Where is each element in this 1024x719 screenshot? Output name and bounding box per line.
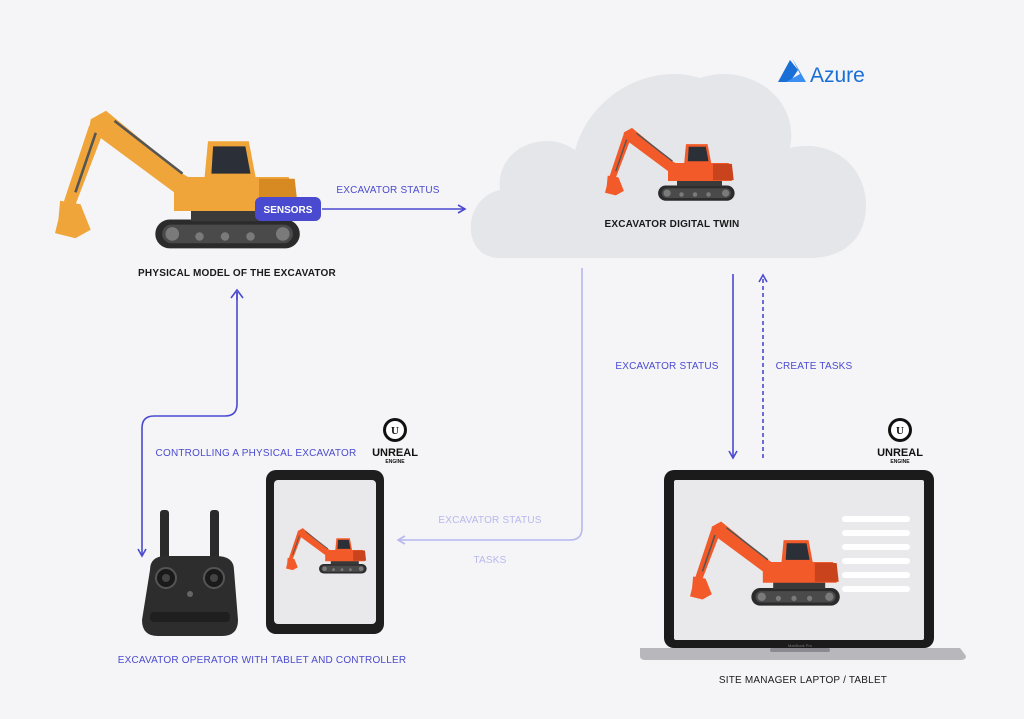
physical-model-label: PHYSICAL MODEL OF THE EXCAVATOR: [138, 268, 336, 279]
physical-excavator-icon: [53, 109, 302, 250]
unreal-engine-logo-1: U UNREAL ENGINE: [372, 418, 418, 465]
unreal-label-1: UNREAL: [372, 447, 418, 459]
laptop-brand: MacBook Pro: [788, 643, 813, 648]
unreal-engine-logo-2: U UNREAL ENGINE: [877, 418, 923, 465]
operator-tablet: [266, 470, 384, 634]
azure-cloud: Azure EXCAVATOR DIGITAL TWIN: [470, 58, 866, 258]
unreal-icon-2: U: [896, 425, 904, 437]
physical-excavator: SENSORS PHYSICAL MODEL OF THE EXCAVATOR: [53, 109, 336, 279]
excavator-status-top-label: EXCAVATOR STATUS: [336, 185, 439, 196]
operator-label: EXCAVATOR OPERATOR WITH TABLET AND CONTR…: [118, 655, 407, 666]
site-manager-label: SITE MANAGER LAPTOP / TABLET: [719, 675, 887, 686]
laptop-text-lines: [842, 516, 910, 592]
unreal-label-2: UNREAL: [877, 447, 923, 459]
remote-controller-icon: [142, 510, 238, 636]
tasks-faint-label: TASKS: [473, 555, 506, 566]
site-manager-laptop: MacBook Pro: [640, 470, 966, 660]
status-arrow-to-cloud: EXCAVATOR STATUS: [322, 185, 467, 214]
control-arrow: CONTROLLING A PHYSICAL EXCAVATOR: [137, 288, 357, 558]
controlling-label: CONTROLLING A PHYSICAL EXCAVATOR: [156, 448, 357, 459]
cloud-laptop-arrows: EXCAVATOR STATUS CREATE TASKS: [615, 273, 853, 460]
azure-logo-icon: [778, 58, 806, 82]
unreal-icon-1: U: [391, 425, 399, 437]
digital-twin-label: EXCAVATOR DIGITAL TWIN: [605, 219, 740, 230]
sensors-label: SENSORS: [264, 205, 313, 216]
sensors-badge: SENSORS: [255, 197, 321, 221]
excavator-status-faint-label: EXCAVATOR STATUS: [438, 515, 541, 526]
faint-arrow-to-tablet: EXCAVATOR STATUS TASKS: [396, 268, 583, 566]
unreal-sub-1: ENGINE: [385, 459, 405, 465]
create-tasks-label: CREATE TASKS: [776, 361, 853, 372]
unreal-sub-2: ENGINE: [890, 459, 910, 465]
azure-label: Azure: [810, 64, 865, 87]
excavator-status-right-label: EXCAVATOR STATUS: [615, 361, 718, 372]
